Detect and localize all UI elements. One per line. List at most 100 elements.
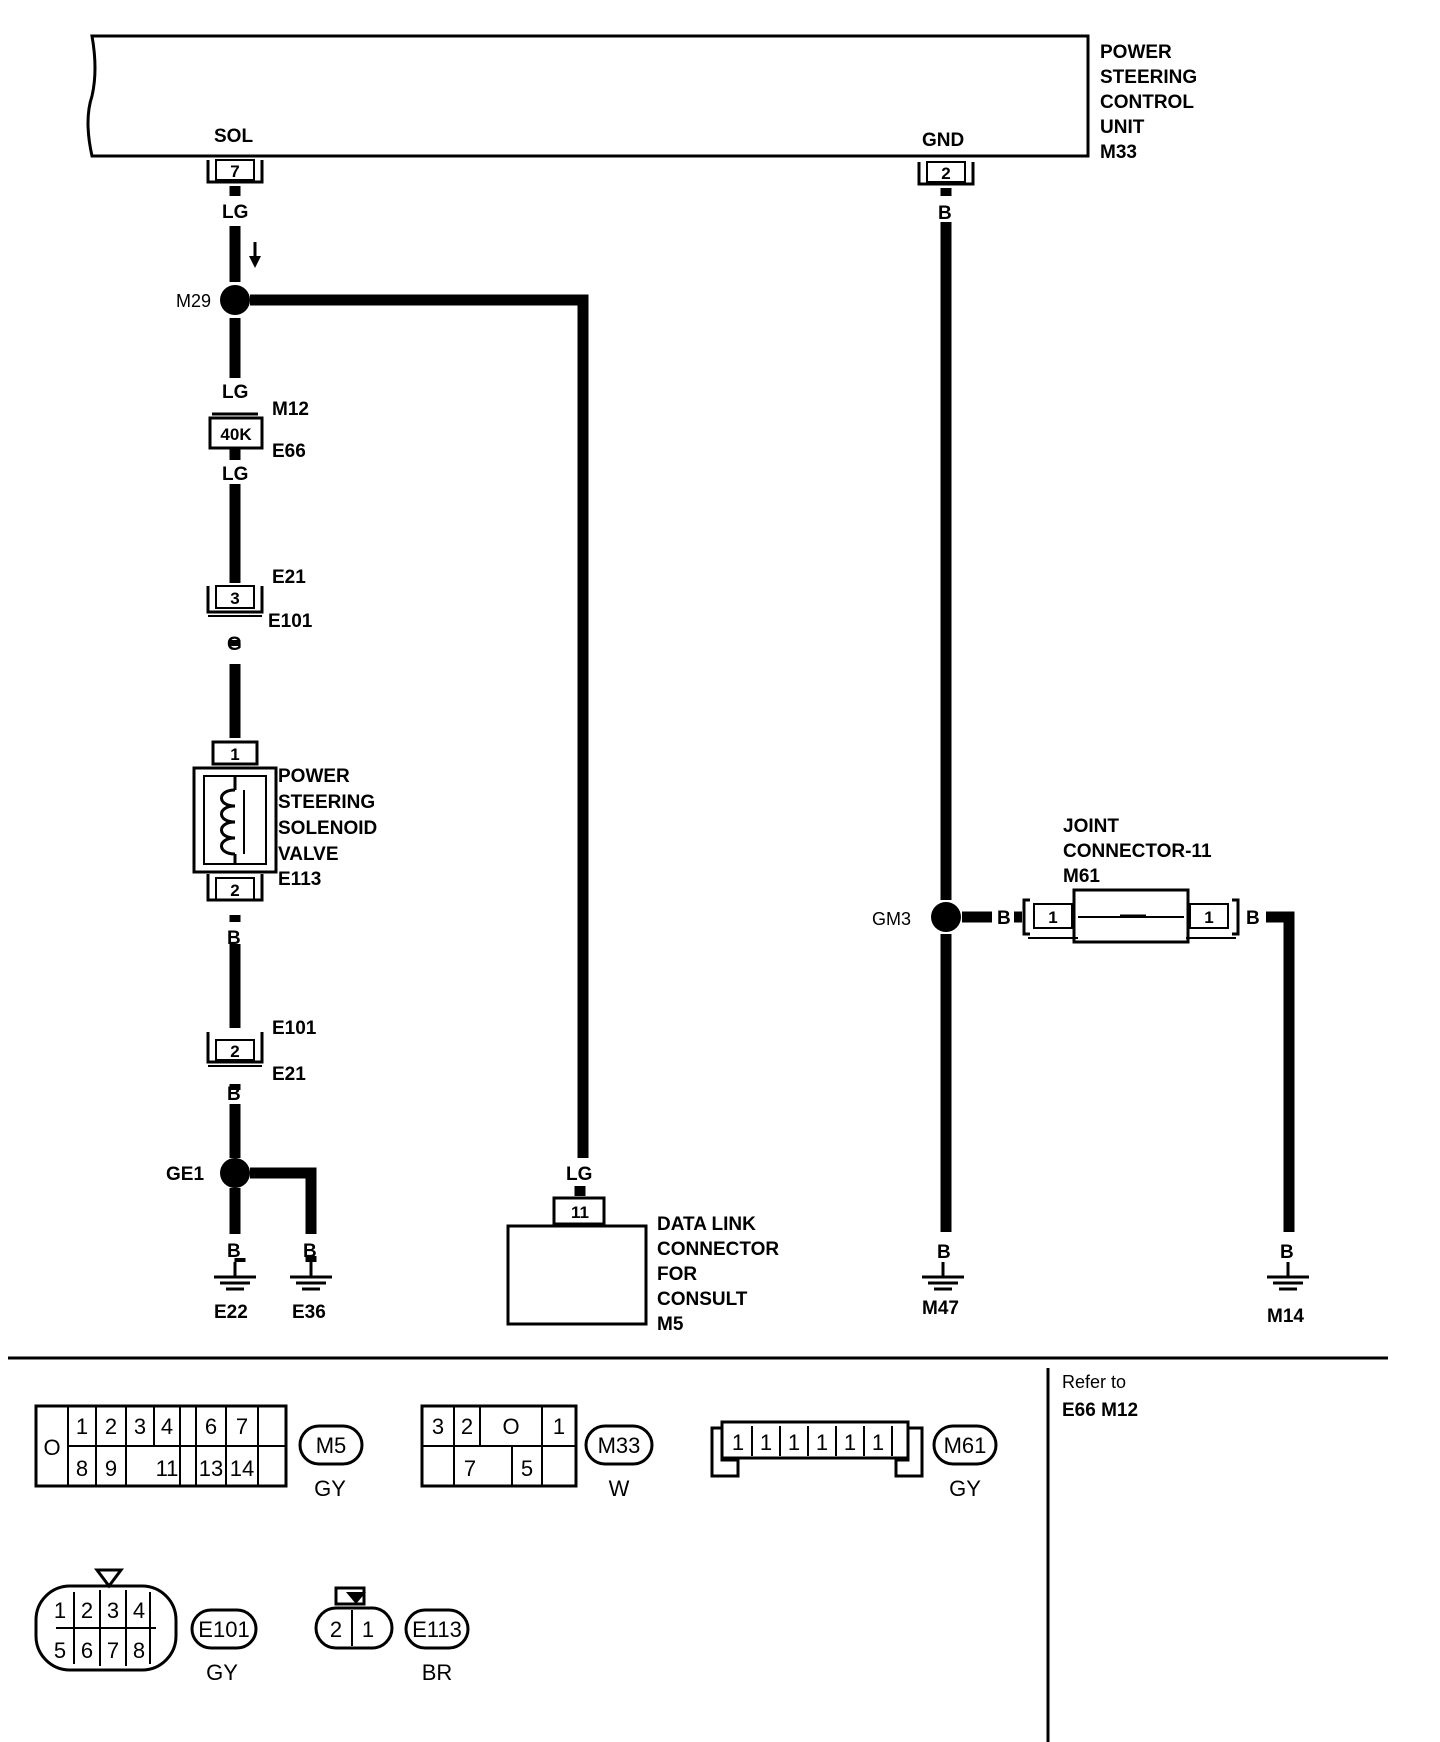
sol-pin-connector: 7: [206, 159, 264, 184]
m61-cell: 1: [872, 1430, 884, 1455]
data-link-connector-m5: LG 11 DATA LINK CONNECTOR FOR CONSULT M5: [506, 1164, 779, 1335]
wire-color-b-m14: B: [1280, 1242, 1294, 1263]
m5-cell: 14: [230, 1456, 254, 1481]
ground-e22-icon: [214, 1262, 256, 1291]
m5-id: M5: [316, 1433, 347, 1458]
m5-cell: 2: [105, 1414, 117, 1439]
wire-color-lg-2: LG: [222, 382, 248, 403]
splice-gm3-label: GM3: [872, 909, 911, 929]
m61-color: GY: [949, 1476, 981, 1501]
m5-cell: 3: [134, 1414, 146, 1439]
ground-m14-icon: [1267, 1262, 1309, 1291]
data-link-name-line-4: CONSULT: [657, 1289, 748, 1310]
data-link-name-line-1: DATA LINK: [657, 1214, 756, 1235]
m5-cell: 7: [236, 1414, 248, 1439]
splice-ge1-label: GE1: [166, 1164, 204, 1185]
control-unit-line-5: M33: [1100, 142, 1137, 163]
left-circuit: LG M29 LG 40K M12 E66 LG 3 E21 E101 G 1: [166, 186, 589, 1323]
sol-terminal-label: SOL: [214, 126, 253, 147]
joint-name-line-1: JOINT: [1063, 816, 1119, 837]
inline-connector-e21-label-2: E21: [272, 1064, 306, 1085]
e101-cell: 8: [133, 1638, 145, 1663]
inline-connector-e101-e21-pin2: 2: [206, 1032, 264, 1067]
m61-cell: 1: [816, 1430, 828, 1455]
control-unit-m33: POWER STEERING CONTROL UNIT M33 SOL 7 GN…: [86, 34, 1197, 186]
sol-pin-number: 7: [230, 162, 239, 181]
ground-e36-label: E36: [292, 1302, 326, 1323]
m5-color: GY: [314, 1476, 346, 1501]
data-link-wire-color: LG: [566, 1164, 592, 1185]
solenoid-name-line-2: STEERING: [278, 792, 375, 813]
solenoid-valve-e113: 1 2: [192, 740, 278, 902]
coil-icon: [220, 776, 245, 864]
inline-connector-e21-e101-pin3: 3: [206, 585, 264, 617]
wire-joint-to-m14: [1266, 911, 1295, 1232]
e113-color: BR: [422, 1660, 453, 1685]
e101-cell: 2: [81, 1598, 93, 1623]
wire-color-b-m47: B: [937, 1242, 951, 1263]
ground-m14-label: M14: [1267, 1306, 1304, 1327]
right-circuit: B GM3 B 1 1 JOINT CONNECTOR-11 M61 B B: [872, 188, 1309, 1327]
m33-id: M33: [598, 1433, 641, 1458]
wire-color-b-3: B: [227, 1241, 241, 1262]
control-unit-line-4: UNIT: [1100, 117, 1145, 138]
solenoid-name-line-4: VALVE: [278, 844, 339, 865]
connector-face-e113: 2 1 E113 BR: [314, 1586, 470, 1685]
m5-cell: 11: [156, 1456, 179, 1481]
inline-connector-e101-label: E101: [268, 611, 313, 632]
e101-cell: 4: [133, 1598, 145, 1623]
connector-face-m33: 3 2 O 1 7 5 M33 W: [420, 1404, 654, 1501]
splice-gm3-dot: [931, 902, 961, 932]
m61-id: M61: [944, 1433, 987, 1458]
joint-pin-left: 1: [1048, 908, 1057, 927]
e101-cell: 7: [107, 1638, 119, 1663]
solenoid-name-line-1: POWER: [278, 766, 350, 787]
ground-m47-icon: [922, 1262, 964, 1291]
joint-name-line-2: CONNECTOR-11: [1063, 841, 1212, 862]
gnd-pin-number: 2: [941, 164, 950, 183]
data-link-pin-11: 11: [571, 1203, 589, 1222]
solenoid-pin-1: 1: [230, 745, 239, 764]
m61-cell: 1: [732, 1430, 744, 1455]
m5-cell: 8: [76, 1456, 88, 1481]
control-unit-line-1: POWER: [1100, 42, 1172, 63]
ground-m47-label: M47: [922, 1298, 959, 1319]
solenoid-name-line-5: E113: [278, 869, 321, 890]
control-unit-line-3: CONTROL: [1100, 92, 1194, 113]
refer-line-2: E66 M12: [1062, 1400, 1138, 1421]
wire-color-b-2: B: [227, 1084, 241, 1105]
data-link-name-line-2: CONNECTOR: [657, 1239, 779, 1260]
inline-connector-40k-value: 40K: [220, 425, 252, 444]
joint-wire-color-left: B: [997, 908, 1011, 929]
wire-color-g: G: [227, 634, 242, 655]
e101-cell: 1: [54, 1598, 66, 1623]
splice-m29-dot: [220, 285, 250, 315]
m33-cell: 1: [553, 1414, 565, 1439]
connector-face-m61: 1 1 1 1 1 1 M61 GY: [710, 1420, 998, 1501]
ground-e22-label: E22: [214, 1302, 248, 1323]
solenoid-name-line-3: SOLENOID: [278, 818, 377, 839]
wire-color-lg-1: LG: [222, 202, 248, 223]
m33-cell: 2: [461, 1414, 473, 1439]
e101-cell: 6: [81, 1638, 93, 1663]
inline-connector-pin-2: 2: [230, 1042, 239, 1061]
wire-ge1-to-e36: [250, 1167, 317, 1234]
e101-cell: 5: [54, 1638, 66, 1663]
wire-color-b-1: B: [227, 928, 241, 949]
wire-m29-to-data-link: [250, 294, 589, 1158]
e101-id: E101: [198, 1617, 249, 1642]
m33-cell: O: [502, 1414, 519, 1439]
wire-color-b-gnd: B: [938, 203, 952, 224]
m5-cell: 4: [161, 1414, 173, 1439]
e113-id: E113: [412, 1617, 462, 1642]
m33-cell: 3: [432, 1414, 444, 1439]
inline-connector-e21-label: E21: [272, 567, 306, 588]
splice-ge1-dot: [220, 1158, 250, 1188]
gnd-pin-connector: 2: [917, 161, 975, 186]
e101-color: GY: [206, 1660, 238, 1685]
connector-face-m5: O 1 2 3 4 6 7 8 9 11 13 14 M5 GY: [34, 1404, 364, 1501]
inline-connector-m12-label: M12: [272, 399, 309, 420]
m5-latch: O: [43, 1435, 60, 1460]
e113-cell: 1: [362, 1617, 374, 1642]
